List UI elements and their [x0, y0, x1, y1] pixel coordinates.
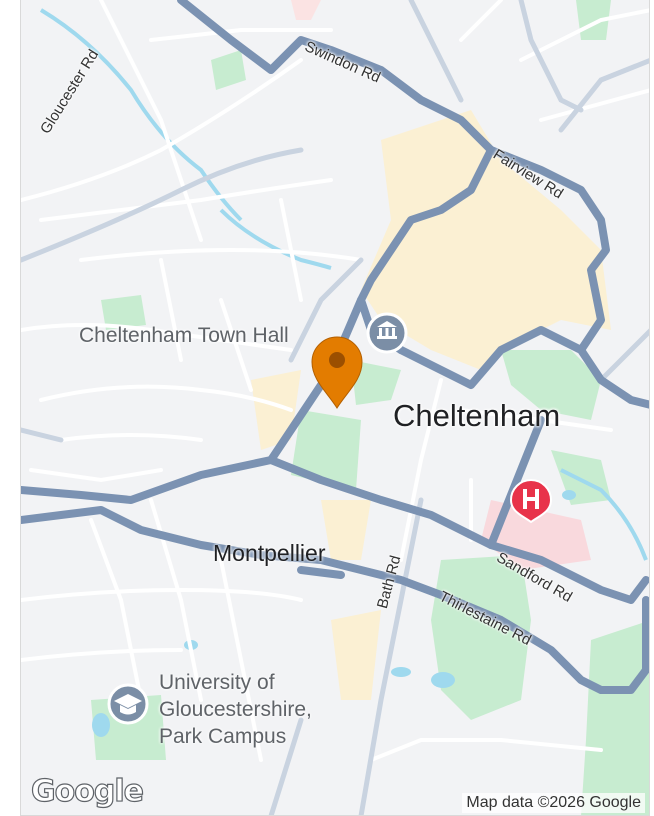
major-roads [21, 0, 649, 694]
map-view[interactable]: Gloucester Rd Swindon Rd Fairview Rd Bat… [20, 0, 650, 816]
hospital-icon [509, 479, 553, 524]
water-stream [39, 8, 648, 561]
map-attribution[interactable]: Map data ©2026 Google [462, 793, 645, 813]
poi-label-town-hall[interactable]: Cheltenham Town Hall [79, 324, 289, 347]
water-body [92, 490, 576, 737]
museum-icon [366, 312, 408, 354]
map-canvas[interactable] [21, 0, 650, 816]
location-pin-icon [311, 336, 363, 409]
district-label: Montpellier [213, 540, 326, 566]
poi-label-campus[interactable]: University of Gloucestershire, Park Camp… [159, 671, 312, 748]
commercial-area [251, 0, 611, 700]
secondary-roads [21, 0, 649, 815]
graduation-cap-icon [107, 683, 149, 725]
google-logo: Google [30, 773, 144, 809]
minor-roads [21, 0, 649, 762]
city-label: Cheltenham [393, 398, 561, 433]
